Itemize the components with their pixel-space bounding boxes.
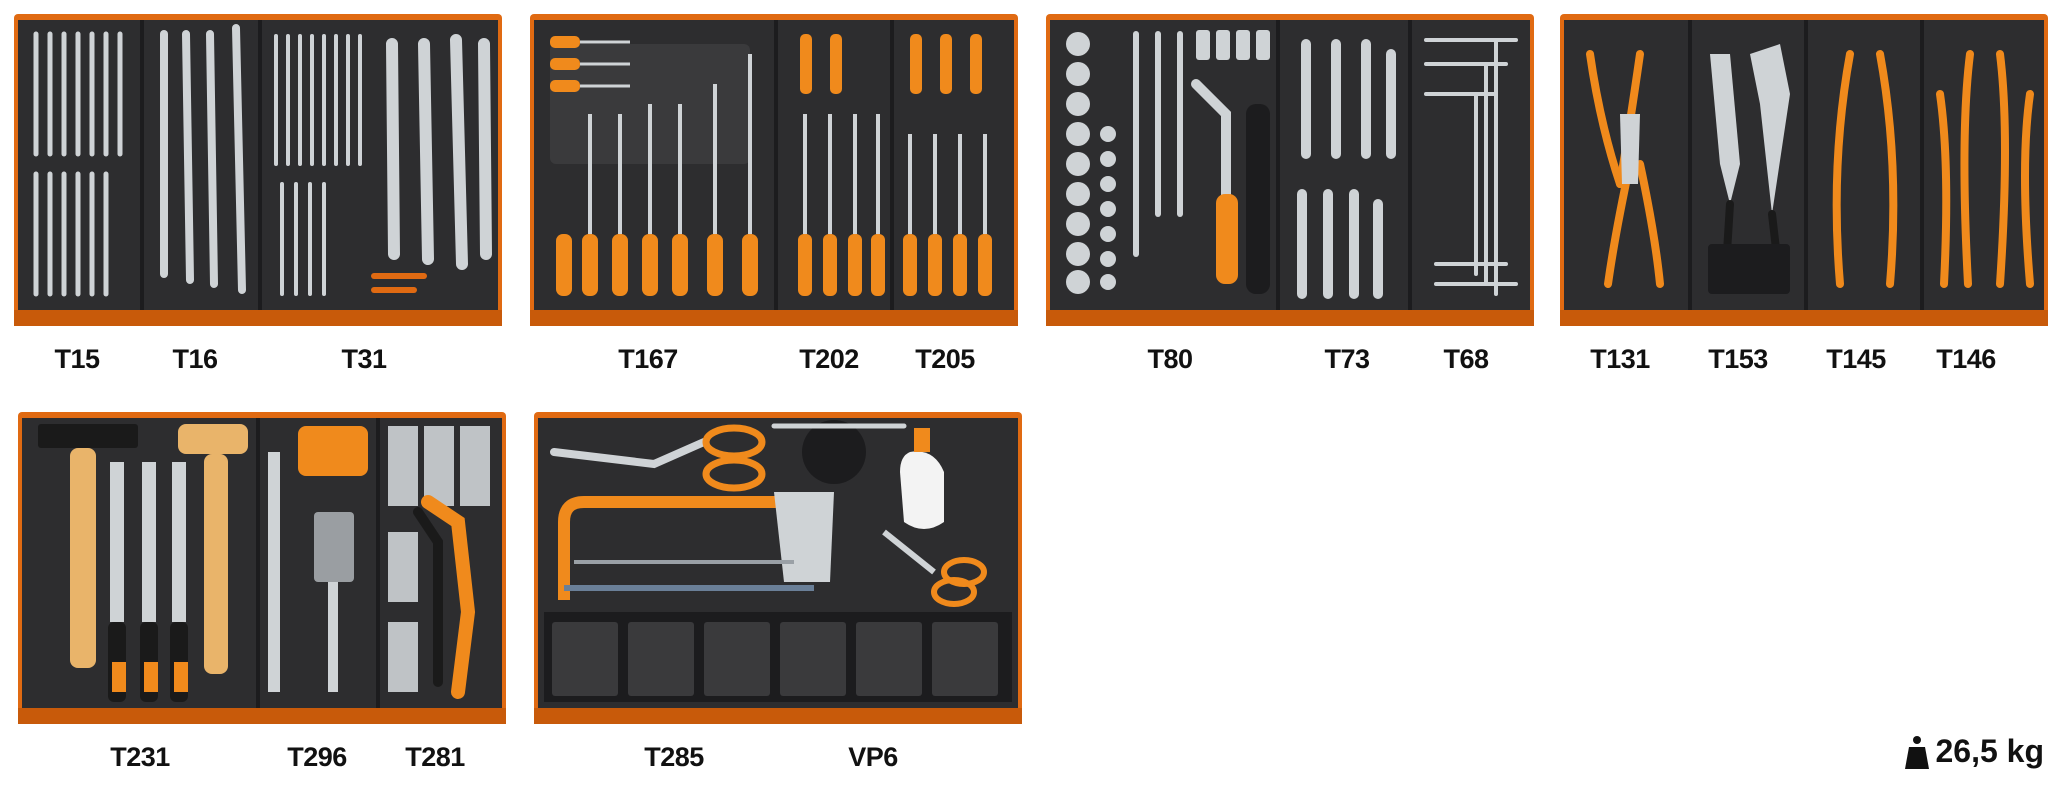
saw-icon bbox=[558, 492, 834, 600]
tray-code-t296: T296 bbox=[287, 742, 347, 772]
weight-badge: 26,5 kg bbox=[1905, 733, 2044, 770]
tray-code-t31: T31 bbox=[341, 344, 387, 374]
socket-tray-illustration bbox=[1046, 14, 1534, 326]
tray-code-t146: T146 bbox=[1936, 344, 1996, 374]
tray-code-t167: T167 bbox=[618, 344, 678, 374]
drawer-screwdrivers bbox=[530, 14, 1018, 334]
hammer-icon bbox=[38, 424, 248, 674]
tray-code-t205: T205 bbox=[915, 344, 975, 374]
tray-code-t231: T231 bbox=[110, 742, 170, 772]
tray-code-t285: T285 bbox=[644, 742, 704, 772]
plier-tray-illustration bbox=[1560, 14, 2048, 326]
tray-code-t15: T15 bbox=[54, 344, 100, 374]
drawer-wrenches bbox=[14, 14, 502, 334]
drawer-hammers bbox=[18, 412, 506, 732]
weight-value: 26,5 kg bbox=[1935, 733, 2044, 769]
drawer-saw bbox=[534, 412, 1022, 732]
tray-code-t153: T153 bbox=[1708, 344, 1768, 374]
weight-icon bbox=[1905, 735, 1930, 769]
tray-code-t281: T281 bbox=[405, 742, 465, 772]
screwdriver-icon bbox=[550, 36, 630, 92]
drawer-sockets bbox=[1046, 14, 1534, 334]
tray-code-t16: T16 bbox=[172, 344, 218, 374]
wrench-icon bbox=[33, 31, 123, 297]
screwdriver-tray-illustration bbox=[530, 14, 1018, 326]
drawer-pliers bbox=[1560, 14, 2048, 334]
tray-code-t73: T73 bbox=[1324, 344, 1370, 374]
tray-code-vp6: VP6 bbox=[848, 742, 898, 772]
tray-code-t202: T202 bbox=[799, 344, 859, 374]
tray-code-t145: T145 bbox=[1826, 344, 1886, 374]
tray-code-t80: T80 bbox=[1147, 344, 1193, 374]
hammer-tray-illustration bbox=[18, 412, 506, 724]
saw-tray-illustration bbox=[534, 412, 1022, 724]
socket-icon bbox=[1066, 32, 1116, 294]
tray-code-t68: T68 bbox=[1443, 344, 1489, 374]
tray-code-t131: T131 bbox=[1590, 344, 1650, 374]
wrench-tray-illustration bbox=[14, 14, 502, 326]
